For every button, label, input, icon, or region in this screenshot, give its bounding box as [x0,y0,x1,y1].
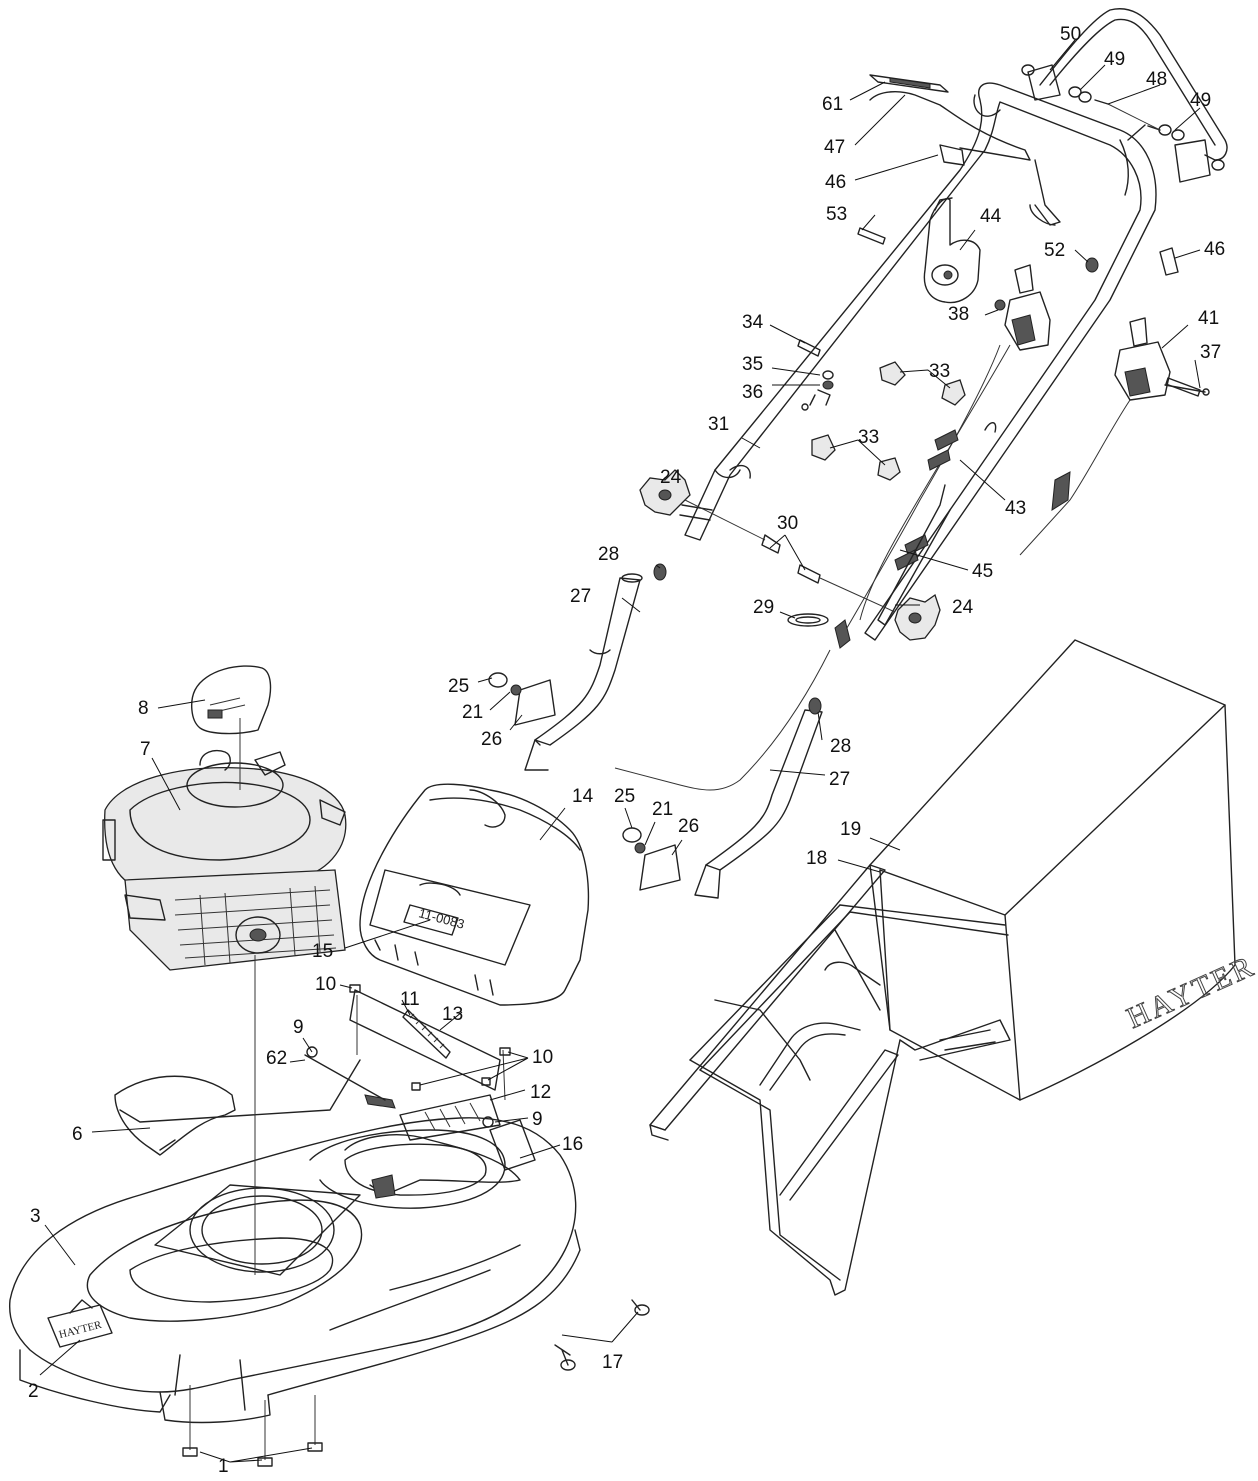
callout-31: 31 [708,414,729,435]
cable-clip [787,613,829,627]
rear-flap [114,1075,236,1156]
control-cables [614,344,1131,791]
grass-box: HAYTER [649,639,1258,1296]
grass-box-brand-text: HAYTER [1122,949,1258,1035]
callout-27a: 27 [570,586,591,607]
mower-deck [8,1059,581,1424]
handle-knob-lower [797,564,941,641]
callout-52: 52 [1044,240,1065,261]
callout-8: 8 [138,698,149,719]
throttle-control [923,197,981,304]
callout-2: 2 [28,1381,39,1402]
handle-bracket-right [622,827,681,891]
callout-21b: 21 [652,799,673,820]
callout-9a: 9 [293,1017,304,1038]
callout-35: 35 [742,354,763,375]
callout-38: 38 [948,304,969,325]
callout-34: 34 [742,312,764,333]
callout-21a: 21 [462,702,483,723]
control-box-41 [1114,317,1210,401]
callout-9b: 9 [532,1109,543,1130]
callout-14: 14 [572,786,594,807]
callout-10b: 10 [532,1047,553,1068]
drive-lever [869,74,1179,276]
callout-15: 15 [312,941,333,962]
callout-28a: 28 [598,544,619,565]
callout-47: 47 [824,137,845,158]
rear-chute: 11-0083 [359,783,590,1006]
bail-bar [1021,8,1228,183]
callout-49a: 49 [1104,49,1125,70]
callout-33b: 33 [858,427,879,448]
small-hardware [797,227,886,411]
callout-16: 16 [562,1134,583,1155]
side-bolts [554,1299,650,1371]
callout-10a: 10 [315,974,336,995]
callout-50: 50 [1060,24,1081,45]
callout-43: 43 [1005,498,1026,519]
callout-28b: 28 [830,736,851,757]
callout-6: 6 [72,1124,83,1145]
callout-48: 48 [1146,69,1167,90]
callout-24a: 24 [660,467,682,488]
callout-53: 53 [826,204,847,225]
handle-knob-upper [639,469,781,554]
control-box-38 [994,264,1051,351]
callout-26b: 26 [678,816,699,837]
callout-19: 19 [840,819,861,840]
callout-3: 3 [30,1206,41,1227]
callout-26a: 26 [481,729,502,750]
handle-bracket-left [488,672,556,726]
callout-45: 45 [972,561,993,582]
cable-clips [811,361,966,481]
lower-handle-right [694,697,823,899]
leader-lines [39,39,1201,1463]
upper-handle [679,82,1157,641]
callout-29: 29 [753,597,774,618]
callout-46a: 46 [825,172,846,193]
callout-1: 1 [218,1456,229,1477]
callout-49b: 49 [1190,90,1211,111]
flap-hinge-assembly [304,984,536,1199]
callout-41: 41 [1198,308,1219,329]
callout-61: 61 [822,94,843,115]
callout-36: 36 [742,382,763,403]
callout-24b: 24 [952,597,974,618]
callout-62: 62 [266,1048,287,1069]
callout-30: 30 [777,513,798,534]
callout-numbers: 1 2 3 6 7 8 9 9 10 10 11 12 13 14 15 16 … [28,24,1225,1477]
callout-13: 13 [442,1004,463,1025]
callout-44: 44 [980,206,1002,227]
lower-handle-left [524,563,667,771]
callout-37: 37 [1200,342,1221,363]
engine [102,718,347,1275]
bail-washers-bolts [1068,86,1185,141]
callout-25a: 25 [448,676,469,697]
callout-17: 17 [602,1352,623,1373]
callout-7: 7 [140,739,151,760]
callout-11: 11 [400,989,420,1010]
deck-bolts [182,1385,323,1467]
callout-27b: 27 [829,769,850,790]
engine-decal [191,665,272,735]
callout-18: 18 [806,848,827,869]
callout-46b: 46 [1204,239,1225,260]
callout-12: 12 [530,1082,551,1103]
callout-25b: 25 [614,786,635,807]
bolt-37 [1165,377,1201,397]
callout-33a: 33 [929,361,950,382]
